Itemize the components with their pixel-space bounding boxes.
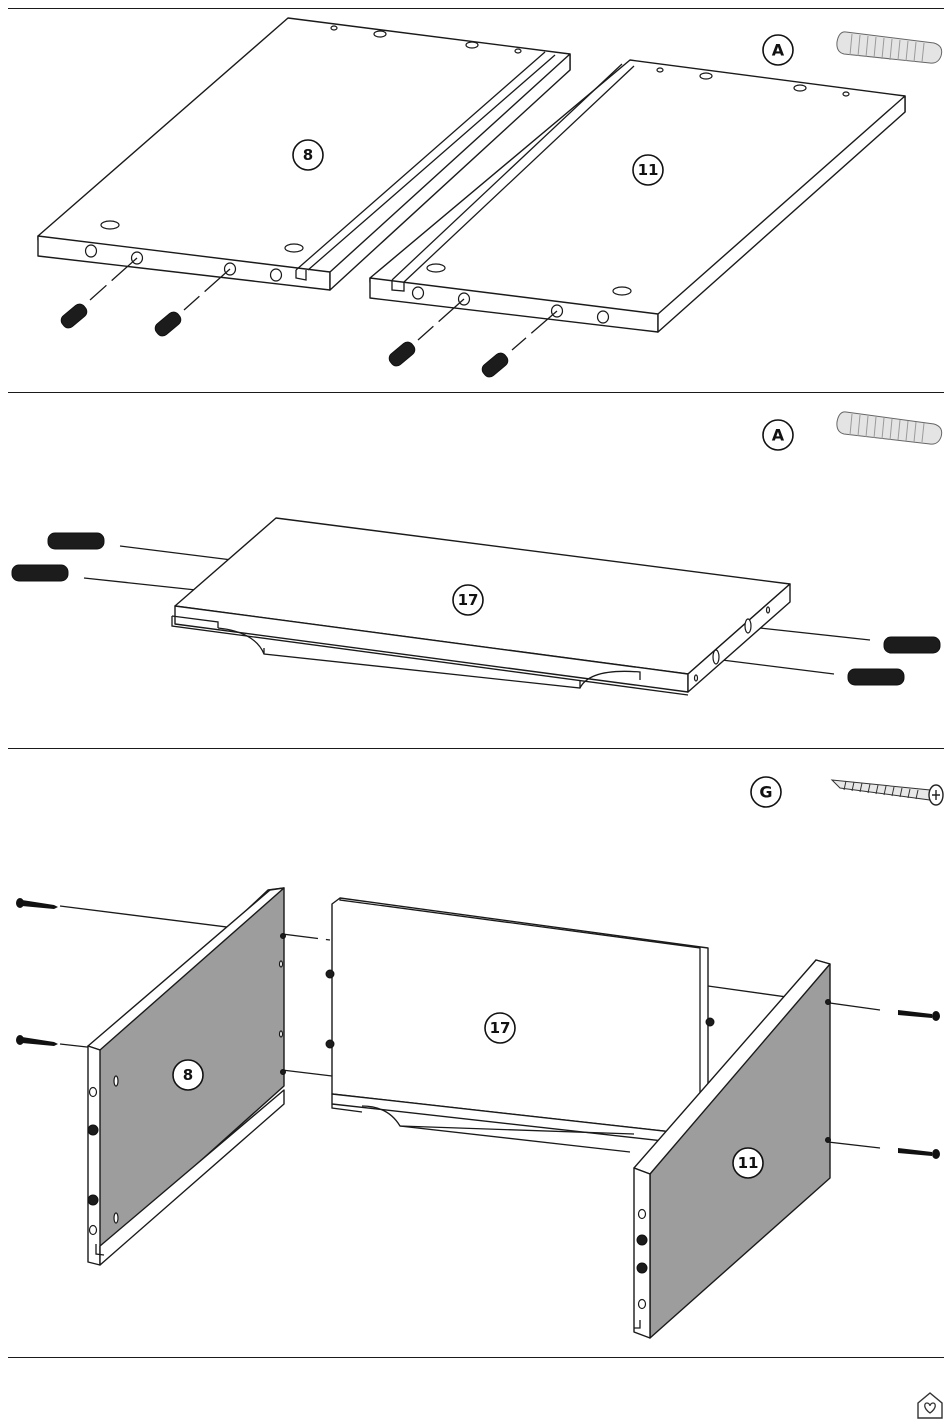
wooden-dowel-icon: [837, 32, 942, 63]
hardware-callout-g: G: [751, 777, 781, 807]
part-number-8: 8: [183, 1066, 193, 1084]
screw-icon: [832, 780, 943, 805]
hardware-code-label: A: [772, 41, 785, 60]
step-2-drawing: A: [0, 392, 950, 748]
assembly-step-2: A: [0, 392, 950, 748]
assembly-step-3: G: [0, 748, 950, 1357]
screw-icon: [16, 1035, 58, 1046]
hardware-callout-a: A: [763, 420, 793, 450]
house-heart-logo-icon: [916, 1390, 944, 1420]
part-number-11: 11: [638, 161, 659, 179]
step-1-drawing: A: [0, 0, 950, 392]
hardware-code-label: A: [772, 426, 785, 445]
panel-8: 8: [88, 888, 286, 1265]
panel-17: 17: [326, 898, 714, 1152]
panel-17: 17: [172, 518, 790, 695]
part-number-17: 17: [490, 1019, 511, 1037]
hardware-code-label: G: [759, 783, 772, 802]
part-number-11: 11: [738, 1154, 759, 1172]
screw-icon: [16, 898, 58, 909]
part-number-8: 8: [303, 146, 313, 164]
step-3-drawing: G: [0, 748, 950, 1357]
screw-icon: [898, 1148, 940, 1159]
hardware-callout-a: A: [763, 35, 793, 65]
assembly-step-1: A: [0, 0, 950, 392]
part-number-17: 17: [458, 591, 479, 609]
screw-icon: [898, 1010, 940, 1021]
wooden-dowel-icon: [837, 412, 942, 444]
step-divider-bottom: [8, 1357, 944, 1358]
